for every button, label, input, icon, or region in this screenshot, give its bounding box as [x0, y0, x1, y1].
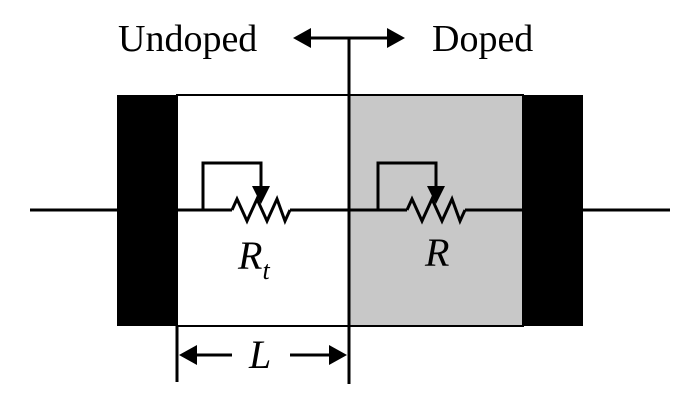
variable-resistor-r-icon: [376, 161, 467, 225]
doped-label: Doped: [432, 18, 533, 60]
left-right-arrow-icon: [293, 28, 405, 48]
length-label: L: [248, 332, 271, 377]
undoped-label: Undoped: [118, 18, 257, 60]
resistor-r-label: R: [424, 230, 449, 275]
length-dimension: [175, 326, 347, 382]
right-electrode: [523, 95, 583, 326]
resistor-rt-label: Rt: [237, 233, 270, 285]
left-electrode: [117, 95, 177, 326]
variable-resistor-rt-icon: [201, 161, 292, 225]
